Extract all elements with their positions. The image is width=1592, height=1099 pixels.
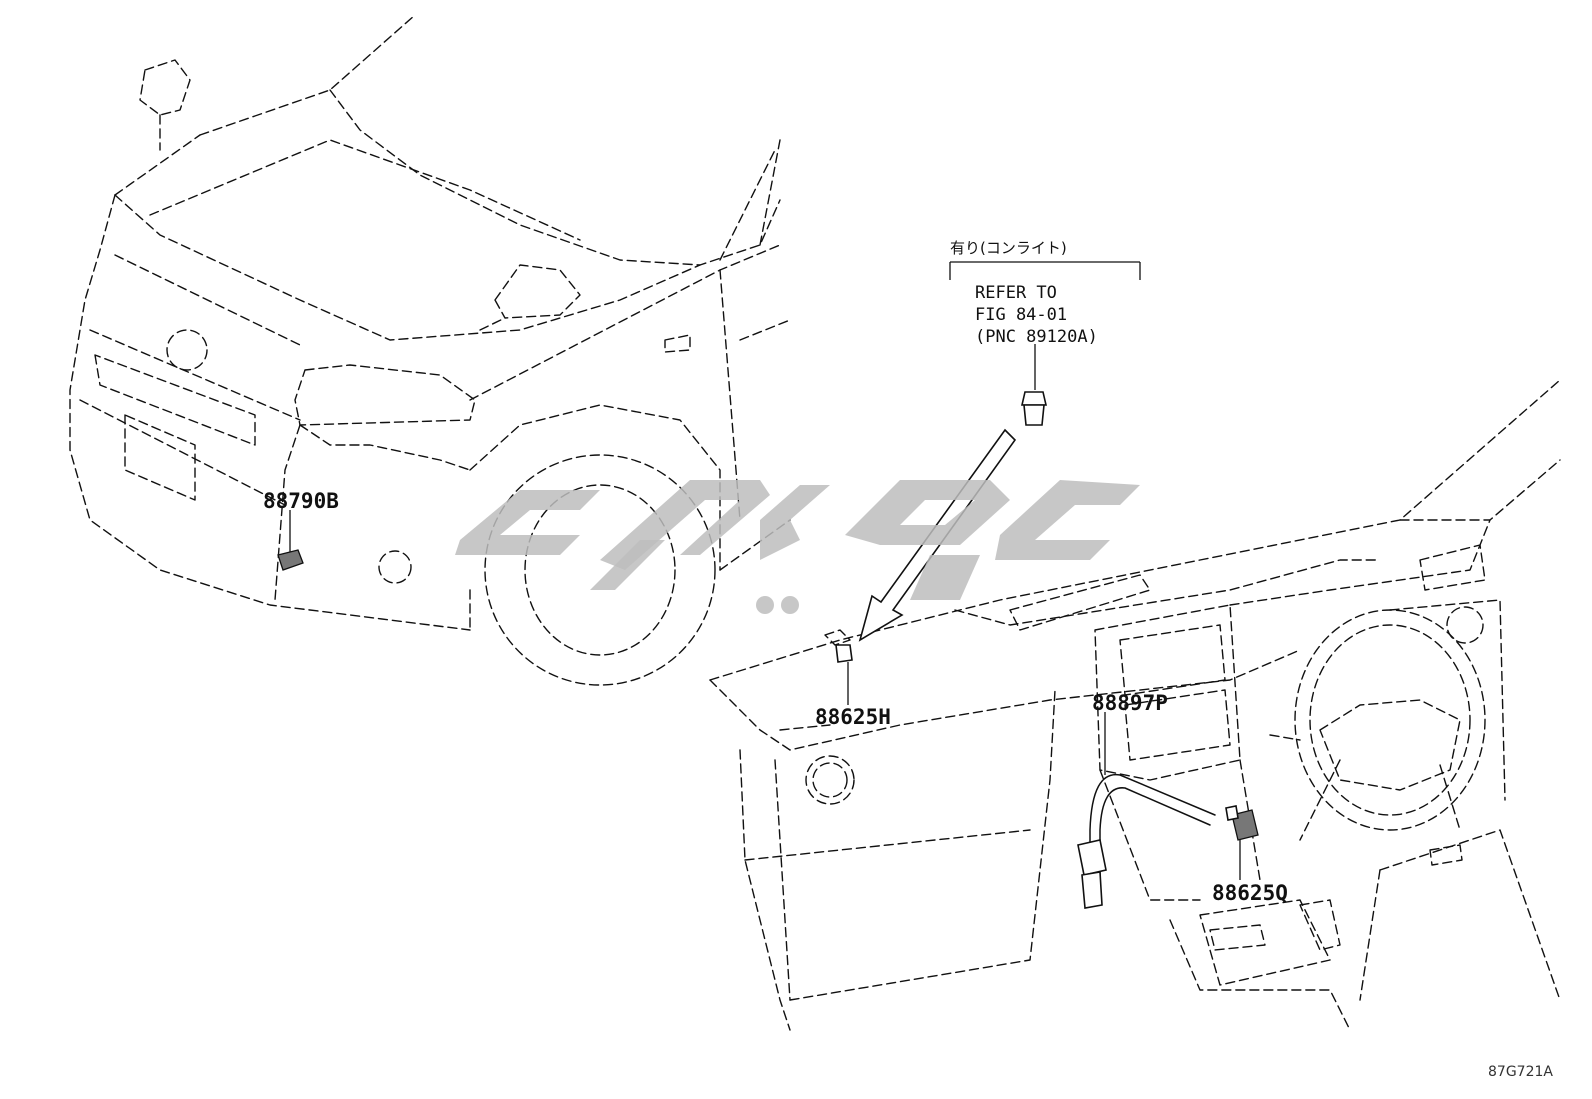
light-control-sensor-reference — [949, 261, 1141, 426]
part-88790b-sensor — [277, 510, 304, 571]
part-88625q-connector — [1225, 805, 1259, 880]
note-line-refer: REFER TO — [975, 283, 1057, 303]
part-label-88790b: 88790B — [263, 489, 339, 513]
vehicle-front-drawing — [69, 14, 791, 686]
part-88897p-harness — [1077, 712, 1216, 909]
note-line-fig: FIG 84-01 — [975, 305, 1067, 325]
part-label-88625q: 88625Q — [1212, 881, 1288, 905]
figure-code: 87G721A — [1488, 1064, 1553, 1080]
part-label-88897p: 88897P — [1092, 691, 1168, 715]
part-label-88625h: 88625H — [815, 705, 891, 729]
note-japanese-label: 有り(コンライト) — [950, 239, 1067, 257]
part-88625h-sensor — [835, 644, 853, 705]
watermark-logo — [455, 480, 1140, 614]
note-line-pnc: (PNC 89120A) — [975, 327, 1098, 347]
